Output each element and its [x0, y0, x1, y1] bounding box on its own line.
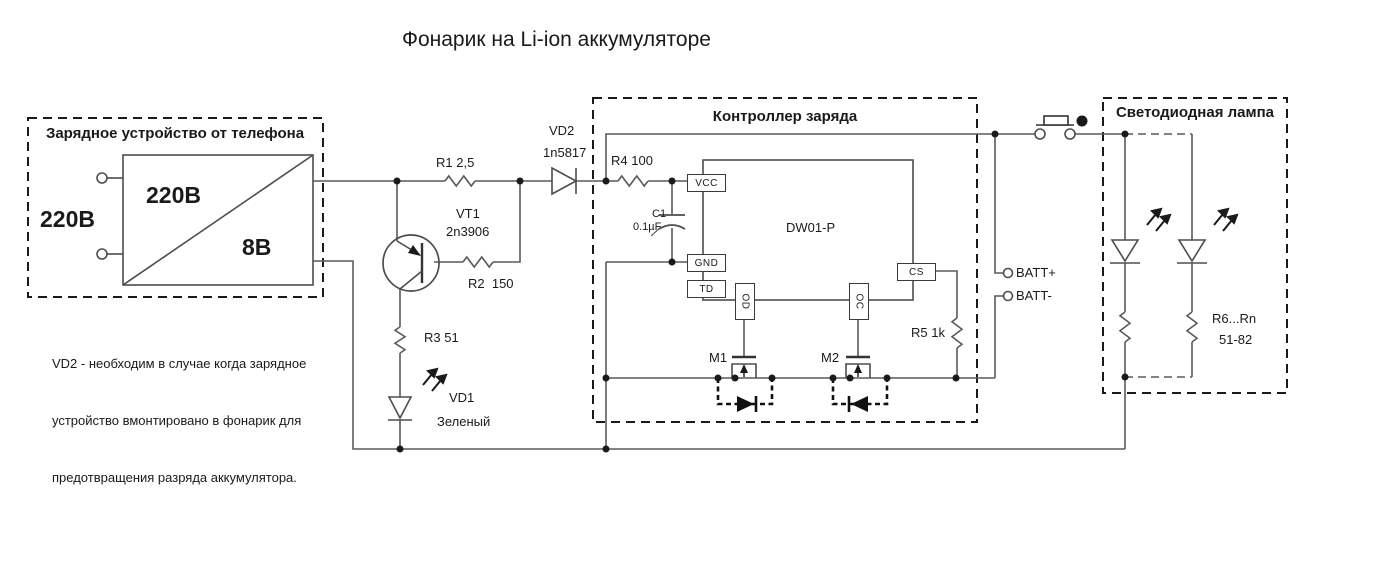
diode-vd2 [551, 166, 578, 196]
r5-label: R5 1k [911, 325, 945, 340]
led1-emission-arrows [1146, 208, 1171, 232]
c1-ref-label: C1 [652, 208, 667, 220]
vd2-part-label: 1n5817 [543, 145, 587, 160]
vt1-part-label: 2n3906 [446, 224, 490, 239]
lamp-resistor-range-label: R6...Rn [1212, 311, 1257, 326]
vd1-emission-arrows [422, 368, 447, 392]
vd2-note-line1: VD2 - необходим в случае когда зарядное [52, 356, 307, 371]
lamp-box-title: Светодиодная лампа [1115, 104, 1275, 121]
r4-label: R4 100 [611, 153, 653, 168]
batt-minus-terminal [1002, 290, 1014, 302]
vd1-color-label: Зеленый [437, 414, 491, 429]
mains-terminal-bottom [96, 248, 108, 260]
ic-name-label: DW01-P [786, 220, 836, 235]
pin-od: OD [735, 283, 755, 320]
pin-cs: CS [897, 263, 936, 281]
pin-gnd: GND [687, 254, 726, 272]
resistor-r4 [617, 174, 649, 188]
vd1-ref-label: VD1 [449, 390, 475, 405]
charger-box-title: Зарядное устройство от телефона [45, 125, 305, 142]
resistor-r1 [444, 174, 476, 188]
led2-emission-arrows [1213, 208, 1238, 232]
m1-label: M1 [709, 350, 728, 365]
wires [313, 133, 1193, 450]
led-lamp-2 [1177, 239, 1207, 264]
resistor-rn [1185, 311, 1199, 343]
resistor-r3 [393, 326, 407, 354]
led-lamp-1 [1110, 239, 1140, 264]
pin-oc: OC [849, 283, 869, 320]
pin-vcc: VCC [687, 174, 726, 192]
controller-box-title: Контроллер заряда [712, 108, 858, 125]
vd2-note: VD2 - необходим в случае когда зарядное … [52, 316, 306, 525]
vd2-note-line3: предотвращения разряда аккумулятора. [52, 470, 297, 485]
mains-voltage-label: 220В [40, 206, 95, 232]
batt-plus-label: BATT+ [1016, 265, 1056, 280]
controller-box [592, 97, 978, 423]
m2-label: M2 [821, 350, 840, 365]
page-title: Фонарик на Li-ion аккумуляторе [402, 28, 711, 51]
r2-label: R2 150 [468, 276, 514, 291]
r3-label: R3 51 [424, 330, 459, 345]
pin-td: TD [687, 280, 726, 298]
primary-voltage-label: 220В [146, 182, 201, 208]
vd2-note-line2: устройство вмонтировано в фонарик для [52, 413, 302, 428]
vd2-ref-label: VD2 [549, 123, 575, 138]
vt1-ref-label: VT1 [456, 206, 480, 221]
capacitor-c1 [650, 214, 686, 237]
batt-minus-label: BATT- [1016, 288, 1052, 303]
resistor-r5 [950, 317, 964, 349]
mains-terminal-top [96, 172, 108, 184]
led-vd1 [387, 396, 413, 421]
c1-value-label: 0.1µF [633, 221, 662, 233]
transistor-vt1 [382, 234, 440, 292]
charger-box [27, 117, 324, 298]
junction-dots [393, 130, 1129, 453]
mosfet-m1 [716, 355, 774, 412]
r1-label: R1 2,5 [436, 155, 475, 170]
charger-transformer [107, 154, 314, 286]
ic-dw01p-outline [702, 159, 914, 301]
lamp-resistor-value-label: 51-82 [1219, 332, 1253, 347]
mosfet-m2 [831, 355, 889, 412]
power-button-symbol [1034, 115, 1088, 140]
lamp-box [1102, 97, 1288, 394]
resistor-r6 [1118, 311, 1132, 343]
batt-plus-terminal [1002, 267, 1014, 279]
secondary-voltage-label: 8В [242, 234, 272, 260]
resistor-r2 [462, 255, 494, 269]
